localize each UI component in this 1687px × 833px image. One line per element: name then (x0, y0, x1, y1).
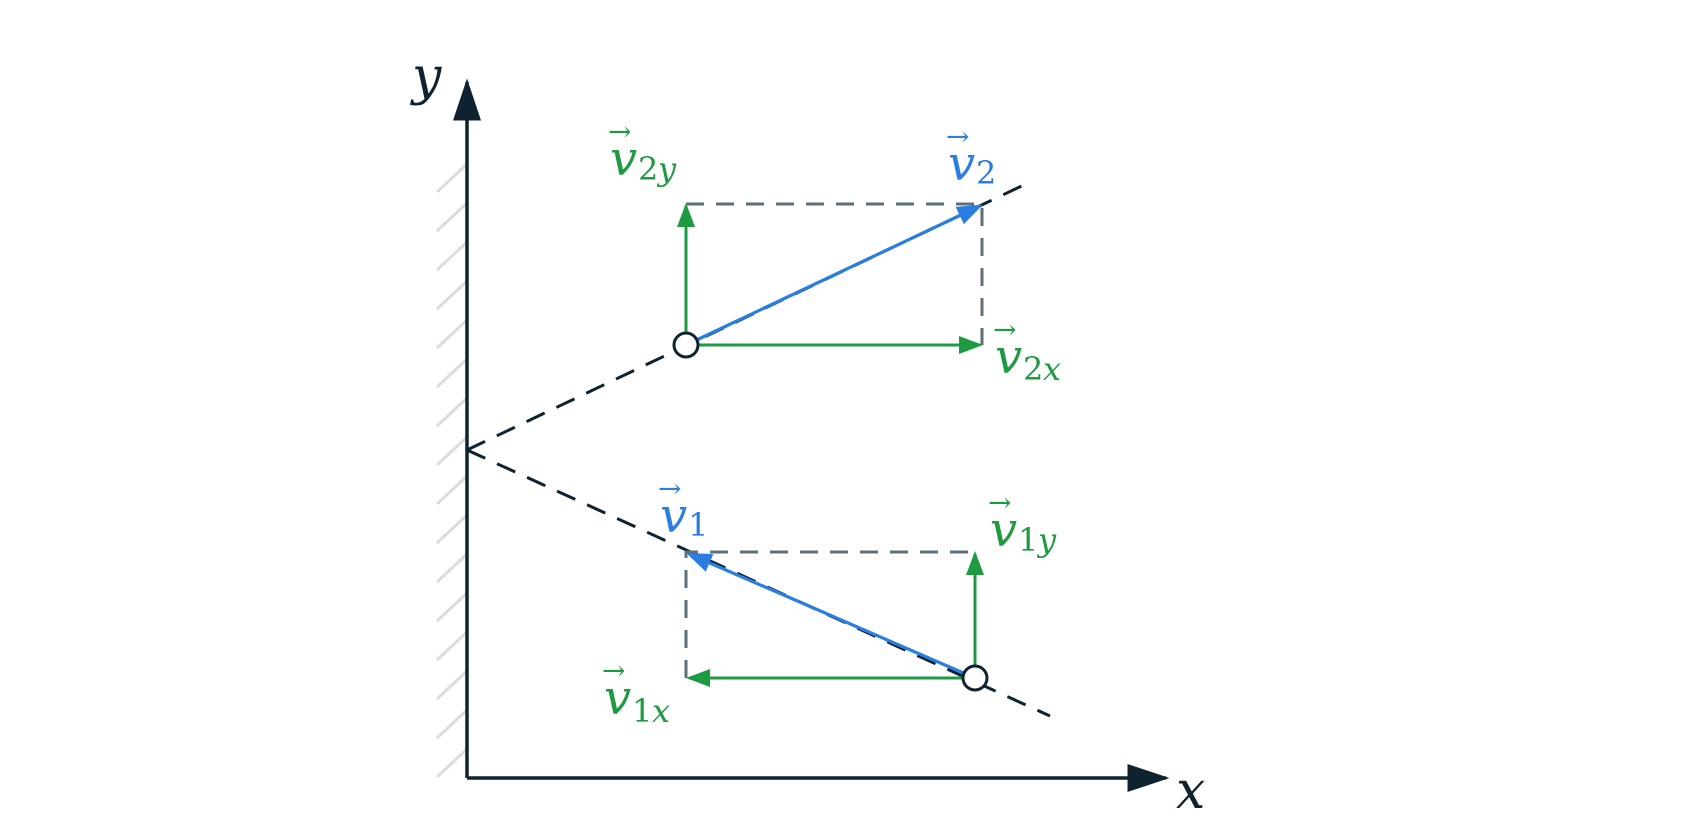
axes (453, 78, 1170, 792)
particle-before-bounce (961, 664, 989, 692)
v1x-subscript-axis: x (652, 692, 670, 730)
v2-arrow-accent: → (946, 120, 969, 153)
v2-label: → v 2 (946, 120, 996, 192)
y-axis-label: y (410, 47, 442, 107)
v1x-symbol: v (604, 670, 631, 726)
v2y-subscript-num: 2 (638, 150, 658, 188)
v2x-subscript-num: 2 (1023, 350, 1043, 388)
v1-subscript: 1 (688, 506, 708, 544)
v2-symbol: v (948, 136, 975, 192)
v2-guide-box (686, 202, 984, 345)
v1y-label: → v 1 y (988, 486, 1057, 559)
v1-arrow (686, 552, 976, 680)
v1y-subscript-axis: y (1036, 521, 1057, 559)
v2x-label: → v 2 x (993, 313, 1061, 388)
v1y-arrow-accent: → (988, 486, 1011, 519)
component-arrows (677, 203, 984, 687)
v2x-subscript-axis: x (1043, 350, 1061, 388)
v2x-arrow-accent: → (993, 313, 1016, 346)
v1-guide-box (684, 550, 975, 678)
incoming-path (466, 448, 1051, 718)
v1-arrow-accent: → (658, 472, 681, 505)
v1-symbol: v (660, 488, 687, 544)
v1y-subscript-num: 1 (1018, 521, 1038, 559)
v1x-arrow-accent: → (602, 654, 625, 687)
v2y-arrow-accent: → (608, 115, 631, 148)
x-axis-label: x (1176, 761, 1205, 821)
v1-label: → v 1 (658, 472, 708, 544)
v2y-label: → v 2 y (608, 115, 677, 188)
trajectory-lines (466, 180, 1051, 718)
component-guides (684, 202, 984, 678)
v2-arrow (685, 204, 983, 347)
particle-after-bounce (672, 331, 700, 359)
v2x-symbol: v (995, 329, 1022, 385)
v1x-subscript-num: 1 (632, 692, 652, 730)
v2-subscript: 2 (976, 154, 996, 192)
velocity-arrows (685, 204, 983, 680)
v2y-symbol: v (610, 131, 637, 187)
wall-hatching (435, 162, 469, 779)
v1y-symbol: v (990, 502, 1017, 558)
v2y-subscript-axis: y (656, 150, 677, 188)
v1x-label: → v 1 x (602, 654, 670, 730)
